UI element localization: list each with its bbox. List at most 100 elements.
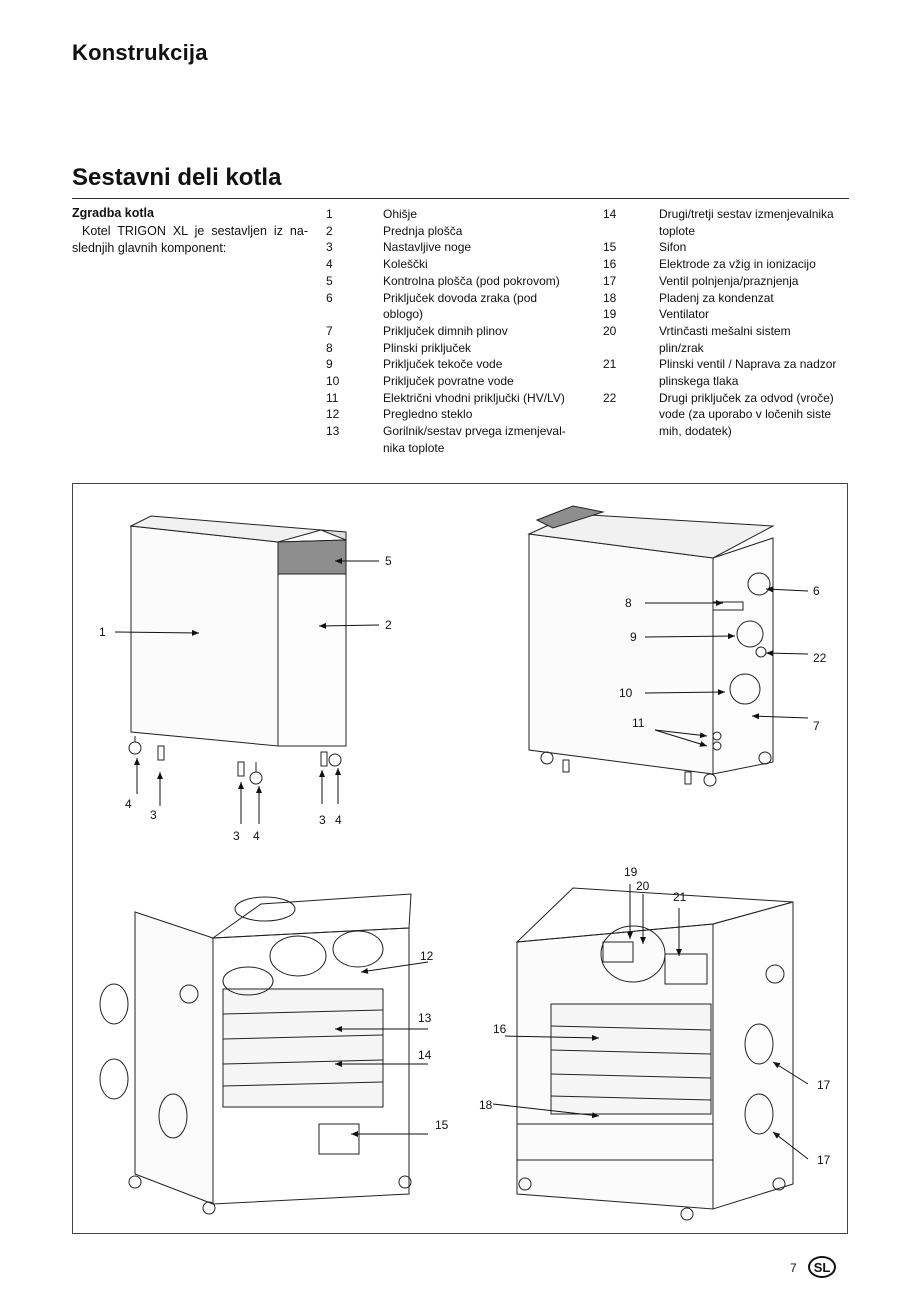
component-item: 19 Ventilator	[603, 306, 838, 323]
component-number: 9	[326, 357, 333, 372]
callout: 3	[233, 829, 240, 843]
component-item: 16 Elektrode za vžig in ionizacijo	[603, 256, 838, 273]
boiler-drawings: 1 2 5 4 3 3 4 3 4 6 8 9 22 10 11 7 12 13…	[99, 505, 831, 1221]
view-back-closed	[527, 505, 775, 787]
component-label: Sifon	[659, 240, 687, 255]
component-label: Plinski priključek	[383, 340, 472, 355]
callout: 17	[817, 1153, 831, 1167]
component-label: Kontrolna plošča (pod pokrovom)	[383, 273, 560, 288]
component-label: Drugi/tretji sestav izmenjevalnika toplo…	[659, 207, 834, 238]
leader-lines	[114, 558, 809, 1160]
callout: 10	[619, 686, 633, 700]
component-item: 12 Pregledno steklo	[326, 406, 576, 423]
component-label: Gorilnik/sestav prvega izmenjeval-nika t…	[383, 424, 566, 455]
callout: 19	[624, 865, 638, 879]
components-list-col2: 14 Drugi/tretji sestav izmenjevalnika top…	[603, 206, 838, 440]
component-number: 16	[603, 257, 617, 272]
component-item: 21 Plinski ventil / Naprava za nadzor pli…	[603, 356, 838, 389]
component-label: Pladenj za kondenzat	[659, 290, 774, 305]
component-number: 11	[326, 390, 339, 405]
callout: 3	[319, 813, 326, 827]
component-number: 20	[603, 323, 617, 338]
component-item: 17 Ventil polnjenja/praznjenja	[603, 273, 838, 290]
view-back-open	[515, 887, 794, 1221]
callout: 4	[125, 797, 132, 811]
component-item: 9 Priključek tekoče vode	[326, 356, 576, 373]
callout: 21	[673, 890, 687, 904]
component-number: 2	[326, 223, 333, 238]
callout: 14	[418, 1048, 432, 1062]
component-label: Plinski ventil / Naprava za nadzor plins…	[659, 357, 837, 389]
callout: 7	[813, 719, 820, 733]
component-label: Drugi priključek za odvod (vroče) vode (…	[659, 390, 834, 439]
callout: 6	[813, 584, 820, 598]
component-number: 19	[603, 307, 617, 322]
component-number: 10	[326, 374, 340, 389]
view-front-closed	[128, 515, 347, 785]
component-label: Elektrode za vžig in ionizacijo	[659, 257, 816, 272]
intro-text: Kotel TRIGON XL je sestavljen iz na-sled…	[72, 224, 308, 255]
component-number: 1	[326, 207, 333, 221]
callout: 9	[630, 630, 637, 644]
component-label: Pregledno steklo	[383, 407, 473, 422]
callout-labels: 1 2 5 4 3 3 4 3 4 6 8 9 22 10 11 7 12 13…	[99, 554, 831, 1167]
language-badge: SL	[808, 1256, 836, 1278]
component-item: 22 Drugi priključek za odvod (vroče) vode…	[603, 390, 838, 440]
callout: 17	[817, 1078, 831, 1092]
component-label: Ohišje	[383, 207, 418, 221]
component-number: 6	[326, 290, 333, 305]
callout: 1	[99, 625, 106, 639]
component-label: Priključek dovoda zraka (pod oblogo)	[383, 290, 538, 322]
callout: 4	[335, 813, 342, 827]
callout: 11	[632, 716, 645, 730]
title-divider	[72, 198, 849, 199]
component-number: 7	[326, 323, 333, 338]
component-number: 21	[603, 357, 617, 372]
callout: 4	[253, 829, 260, 843]
component-label: Ventilator	[659, 307, 710, 322]
intro-title: Zgradba kotla	[72, 206, 154, 220]
component-item: 7 Priključek dimnih plinov	[326, 323, 576, 340]
component-item: 14 Drugi/tretji sestav izmenjevalnika top…	[603, 206, 838, 239]
component-number: 14	[603, 207, 617, 221]
component-item: 13 Gorilnik/sestav prvega izmenjeval-nika…	[326, 423, 576, 456]
callout: 3	[150, 808, 157, 822]
component-label: Priključek tekoče vode	[383, 357, 503, 372]
component-number: 22	[603, 390, 617, 405]
callout: 13	[418, 1011, 432, 1025]
component-number: 13	[326, 424, 340, 439]
callout: 16	[493, 1022, 507, 1036]
component-number: 17	[603, 273, 617, 288]
callout: 18	[479, 1098, 493, 1112]
callout: 2	[385, 618, 392, 632]
callout: 22	[813, 651, 827, 665]
component-label: Priključek dimnih plinov	[383, 323, 508, 338]
component-label: Prednja plošča	[383, 223, 463, 238]
component-number: 3	[326, 240, 333, 255]
component-label: Priključek povratne vode	[383, 374, 514, 389]
callout: 20	[636, 879, 650, 893]
section-header: Konstrukcija	[72, 40, 208, 65]
boiler-figure: 1 2 5 4 3 3 4 3 4 6 8 9 22 10 11 7 12 13…	[72, 483, 848, 1234]
component-item: 1 Ohišje	[326, 206, 576, 223]
callout: 8	[625, 596, 632, 610]
component-number: 12	[326, 407, 340, 422]
page-number: 7	[790, 1261, 797, 1275]
component-label: Vrtinčasti mešalni sistem plin/zrak	[659, 323, 791, 355]
component-item: 2 Prednja plošča	[326, 223, 576, 240]
component-label: Ventil polnjenja/praznjenja	[659, 273, 799, 288]
component-label: Koleščki	[383, 257, 428, 272]
view-front-open	[99, 893, 412, 1215]
component-number: 8	[326, 340, 333, 355]
component-item: 4 Koleščki	[326, 256, 576, 273]
callout: 5	[385, 554, 392, 568]
page-title: Sestavni deli kotla	[72, 164, 282, 191]
callout: 15	[435, 1118, 449, 1132]
component-number: 4	[326, 257, 333, 272]
